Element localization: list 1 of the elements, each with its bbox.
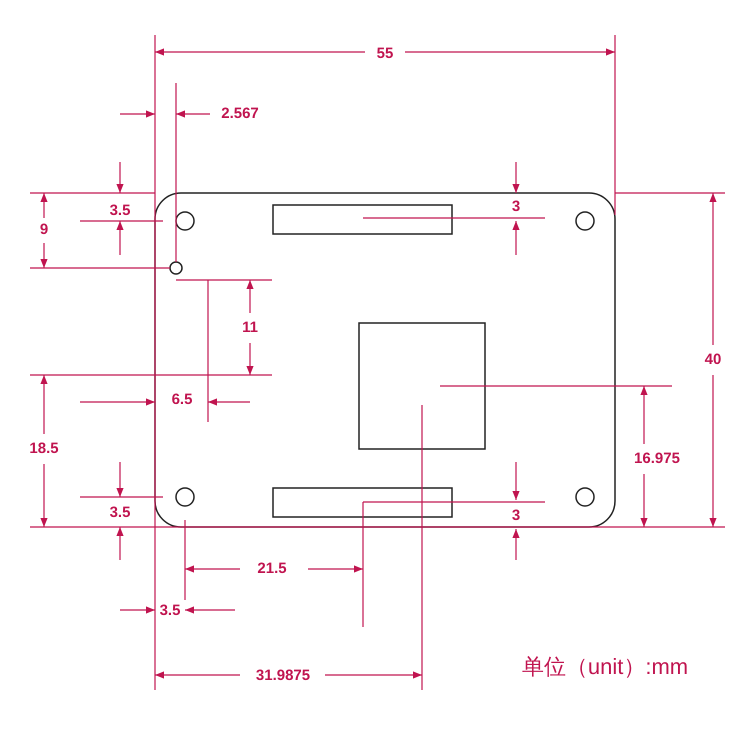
unit-note: 单位（unit）:mm: [520, 654, 690, 680]
